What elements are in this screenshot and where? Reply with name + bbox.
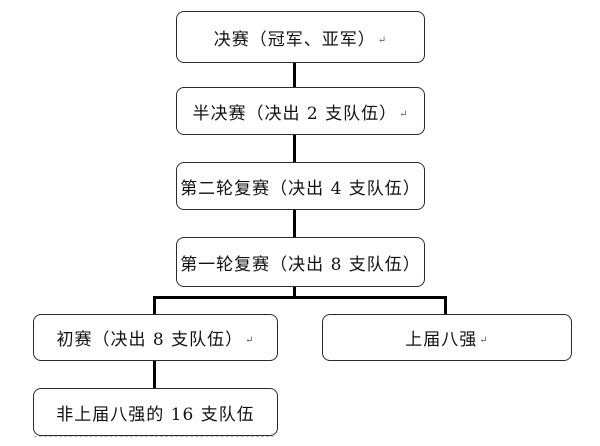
connector-second-round-first-round xyxy=(293,210,296,237)
paragraph-mark-icon: ↵ xyxy=(245,335,255,346)
node-second-round-label: 第二轮复赛（决出 4 支队伍） xyxy=(180,178,421,199)
connector-branch-right xyxy=(444,296,447,314)
node-semifinal: 半决赛（决出 2 支队伍） ↵ xyxy=(176,87,425,135)
connector-branch-left xyxy=(153,296,156,314)
connector-preliminary-non-top8 xyxy=(153,361,156,388)
node-non-top8: 非上届八强的 16 支队伍 xyxy=(33,388,278,436)
node-preliminary: 初赛（决出 8 支队伍） ↵ xyxy=(33,314,278,361)
node-first-round-label: 第一轮复赛（决出 8 支队伍） xyxy=(180,254,421,275)
paragraph-mark-icon: ↵ xyxy=(377,34,388,46)
paragraph-mark-icon: ↵ xyxy=(399,108,409,120)
node-second-round: 第二轮复赛（决出 4 支队伍） xyxy=(176,162,425,210)
node-last-top8-label: 上届八强 xyxy=(405,330,478,350)
connector-final-semifinal xyxy=(293,63,296,87)
connector-branch-horizontal xyxy=(153,296,447,299)
node-semifinal-label: 半决赛（决出 2 支队伍） xyxy=(192,103,398,124)
node-first-round: 第一轮复赛（决出 8 支队伍） xyxy=(176,237,425,287)
paragraph-mark-icon: ↵ xyxy=(479,335,489,346)
node-final-label: 决赛（冠军、亚军） xyxy=(213,29,376,50)
text-baseline-dash xyxy=(34,436,274,437)
connector-semifinal-second-round xyxy=(293,135,296,162)
node-final: 决赛（冠军、亚军） ↵ xyxy=(176,11,425,63)
connector-first-round-stem xyxy=(293,287,296,298)
node-last-top8: 上届八强 ↵ xyxy=(322,314,572,361)
node-non-top8-label: 非上届八强的 16 支队伍 xyxy=(56,404,255,425)
node-preliminary-label: 初赛（决出 8 支队伍） xyxy=(56,330,244,350)
